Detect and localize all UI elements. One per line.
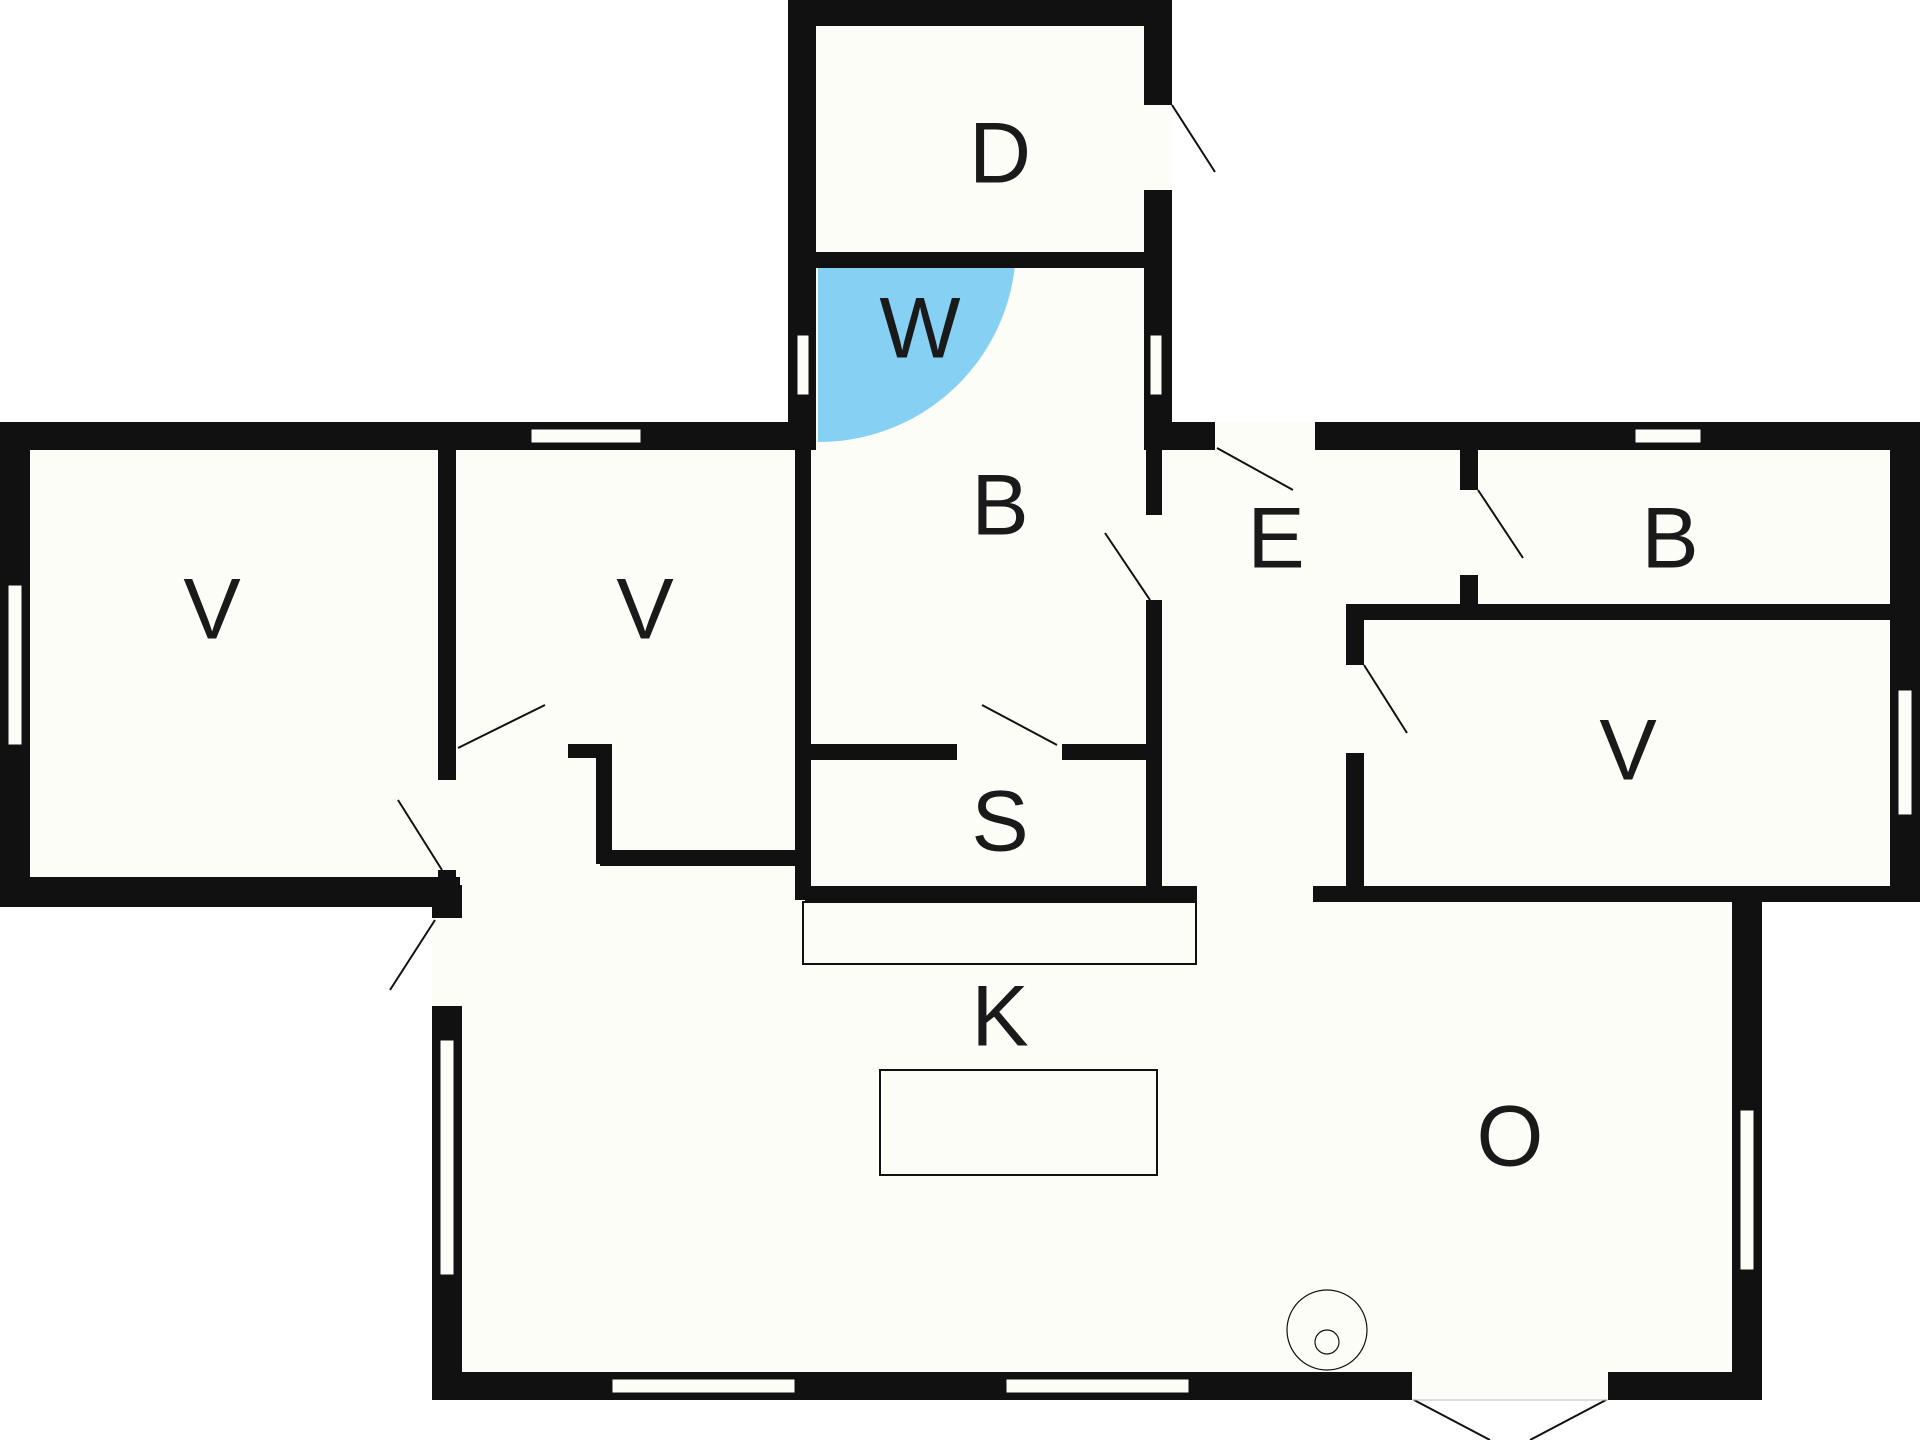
room-label-k: K [971,969,1028,1065]
room-label-d: D [969,106,1031,202]
room-label-b: B [971,458,1028,554]
room-label-v: V [1599,703,1656,799]
stove-symbol [1286,1289,1368,1371]
openings [432,105,1608,1400]
kitchen-counter [802,901,1197,965]
kitchen-island [879,1069,1158,1176]
room-label-v: V [183,562,240,658]
room-label-b: B [1641,491,1698,587]
room-label-s: S [971,774,1028,870]
room-label-w: W [879,281,960,377]
room-label-e: E [1247,491,1304,587]
room-label-o: O [1477,1089,1544,1185]
windows [7,334,1913,1394]
room-label-v: V [616,562,673,658]
wet-area [818,265,1015,443]
door-swings [389,104,1608,1440]
